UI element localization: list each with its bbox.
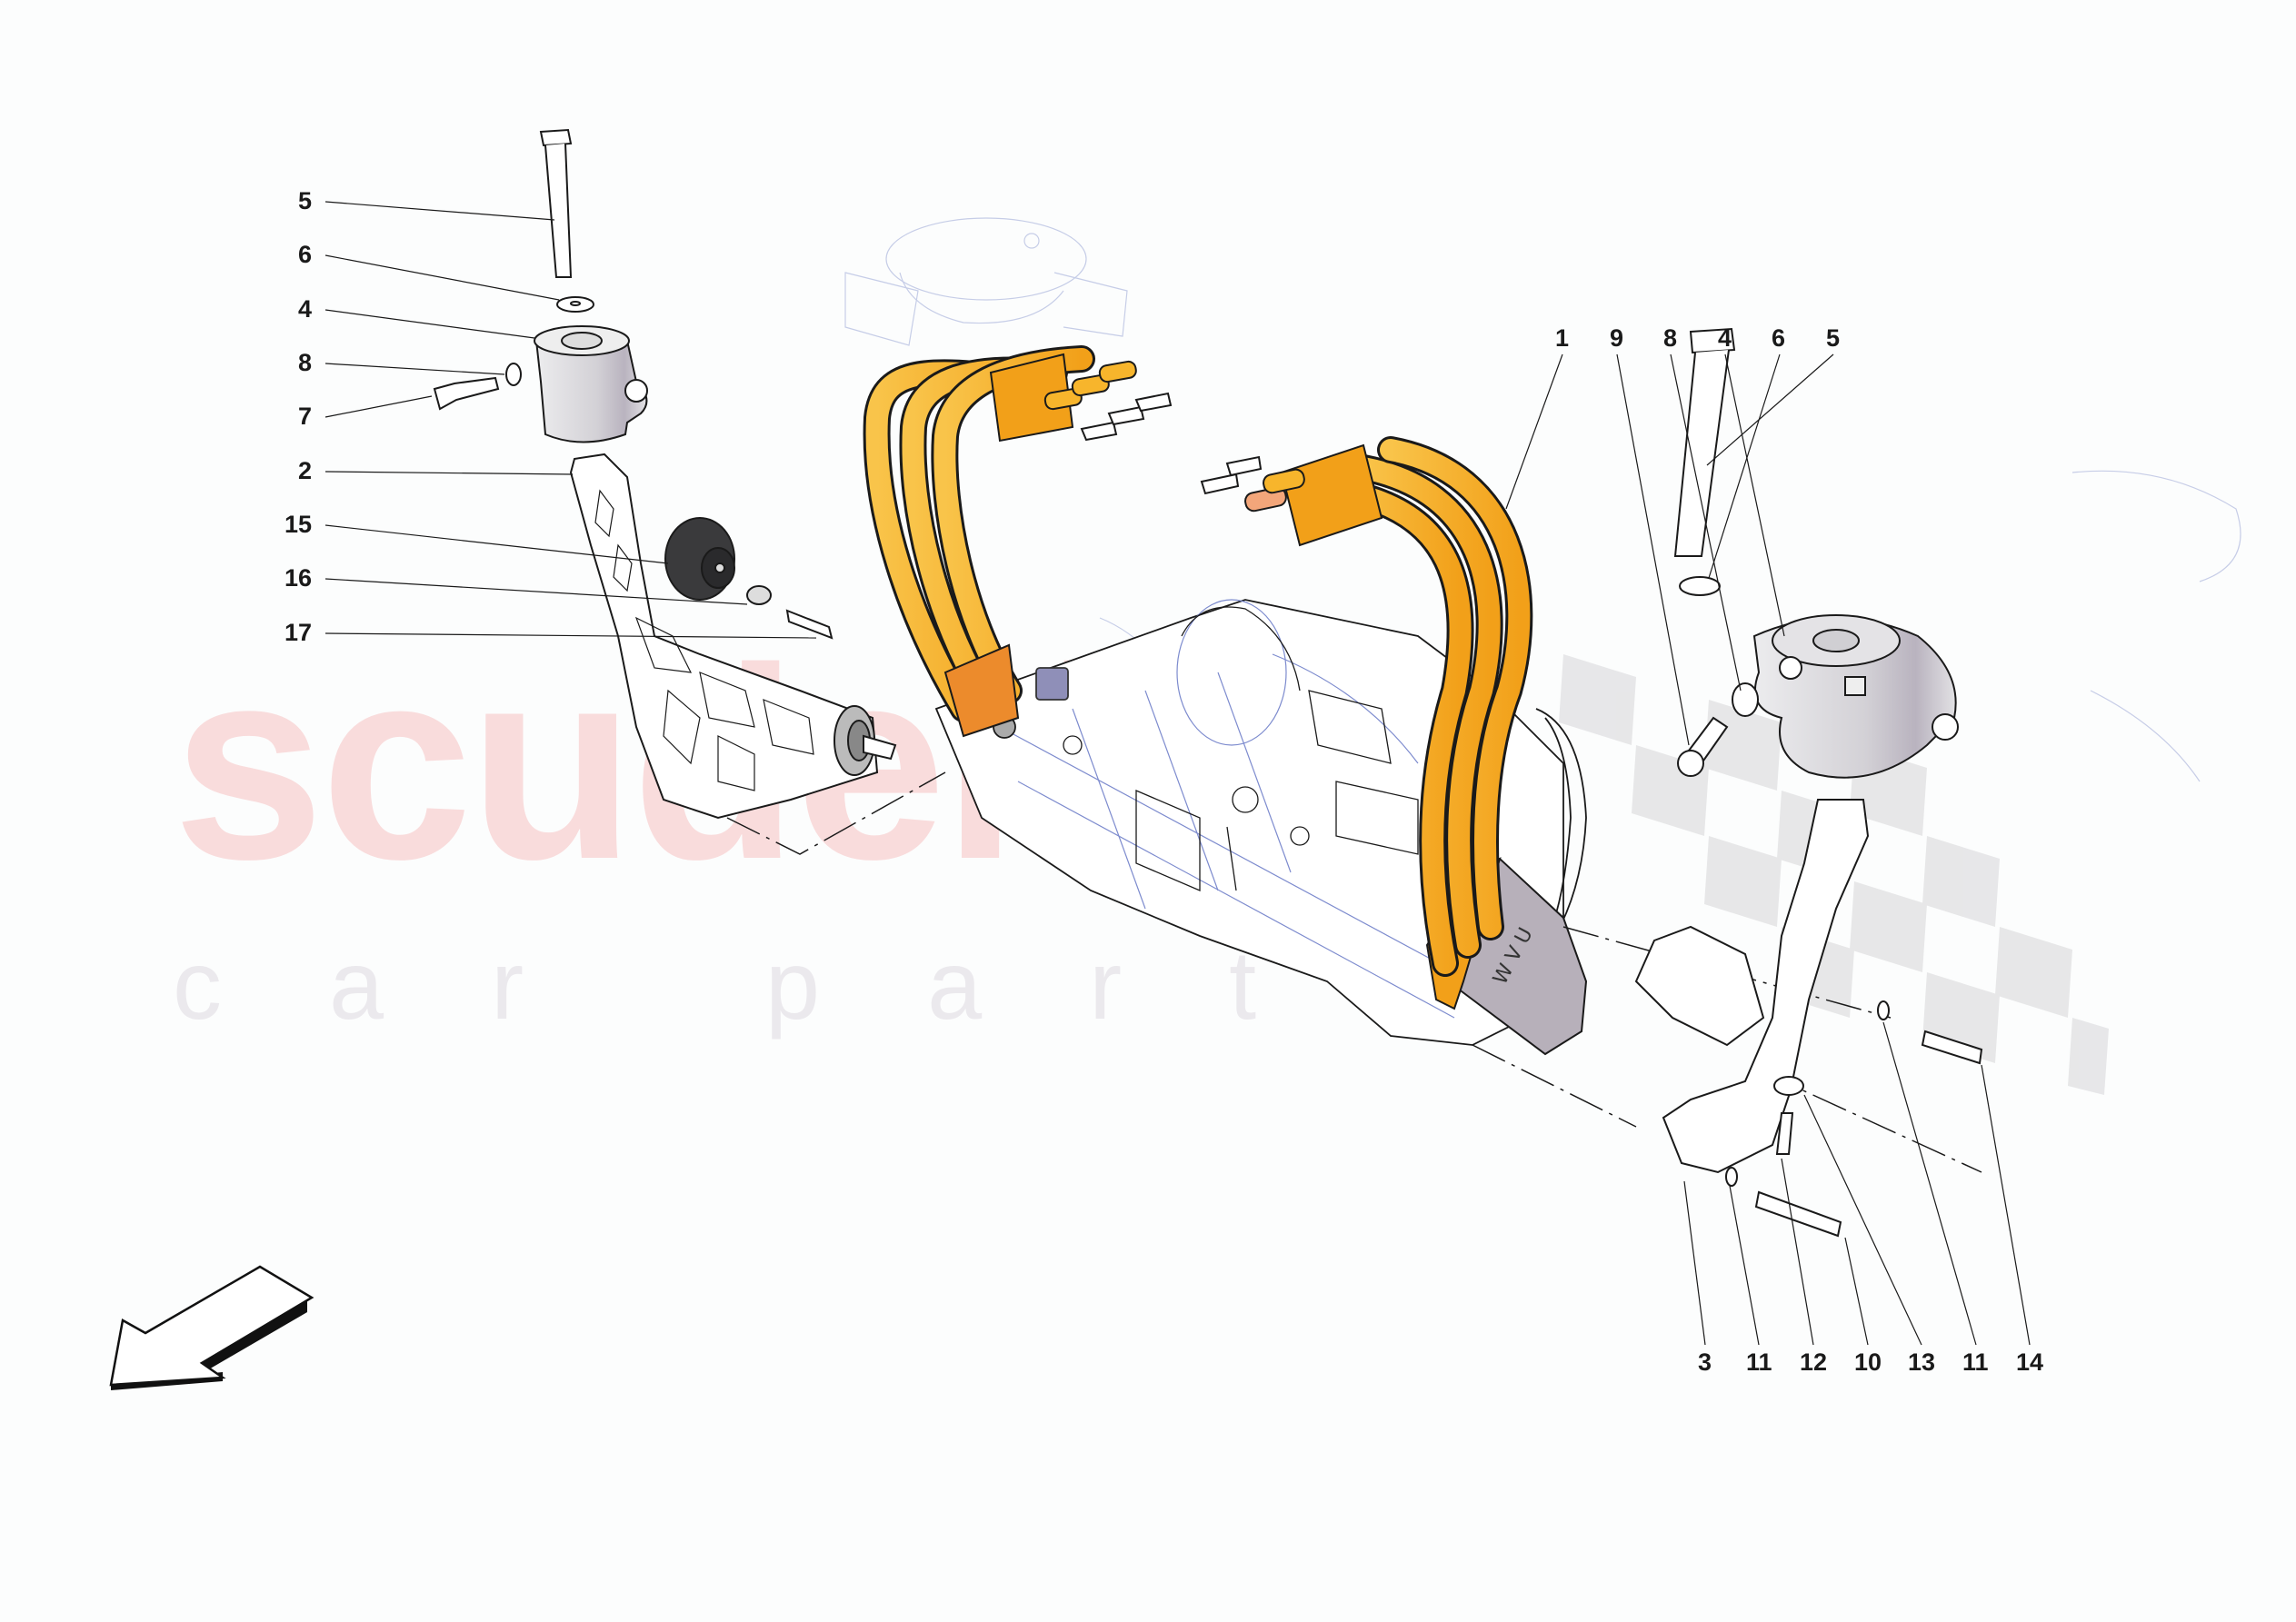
callout-4-left[interactable]: 4 <box>298 295 313 323</box>
leader-lines-bottom-right <box>1683 1021 2031 1346</box>
callout-16[interactable]: 16 <box>285 564 313 592</box>
callout-10[interactable]: 10 <box>1854 1348 1882 1376</box>
leader-lines-top-right <box>1505 353 1834 746</box>
right-mount-assembly <box>1634 327 1983 1238</box>
callout-1[interactable]: 1 <box>1555 324 1570 352</box>
callout-9[interactable]: 9 <box>1610 324 1624 352</box>
callout-3[interactable]: 3 <box>1698 1348 1712 1376</box>
callout-6-left[interactable]: 6 <box>298 241 313 268</box>
hv-cable-right-connectors <box>1200 443 1383 547</box>
callout-11-a[interactable]: 11 <box>1746 1348 1772 1376</box>
callout-13[interactable]: 13 <box>1908 1348 1936 1376</box>
callout-6-right[interactable]: 6 <box>1772 324 1786 352</box>
callout-17[interactable]: 17 <box>285 619 313 646</box>
left-mount-assembly <box>433 128 897 820</box>
callout-2[interactable]: 2 <box>298 457 313 484</box>
callout-14[interactable]: 14 <box>2016 1348 2044 1376</box>
callout-11-b[interactable]: 11 <box>1962 1348 1989 1376</box>
watermark-sub: car parts <box>173 930 1521 1040</box>
callout-12[interactable]: 12 <box>1800 1348 1828 1376</box>
callout-5-left[interactable]: 5 <box>298 187 313 214</box>
callout-15[interactable]: 15 <box>285 511 313 538</box>
callout-8-right[interactable]: 8 <box>1663 324 1678 352</box>
ghost-background-parts <box>844 217 2241 782</box>
axis-line-left <box>726 771 946 855</box>
leader-lines-left <box>324 201 817 639</box>
callout-4-right[interactable]: 4 <box>1718 324 1732 352</box>
callout-5-right[interactable]: 5 <box>1826 324 1841 352</box>
hv-cable-left-connectors <box>943 353 1173 738</box>
callout-7[interactable]: 7 <box>298 403 313 430</box>
callout-8-left[interactable]: 8 <box>298 349 313 376</box>
hv-cable-right <box>1323 436 1533 977</box>
arrow-down-left-icon <box>109 1265 314 1390</box>
